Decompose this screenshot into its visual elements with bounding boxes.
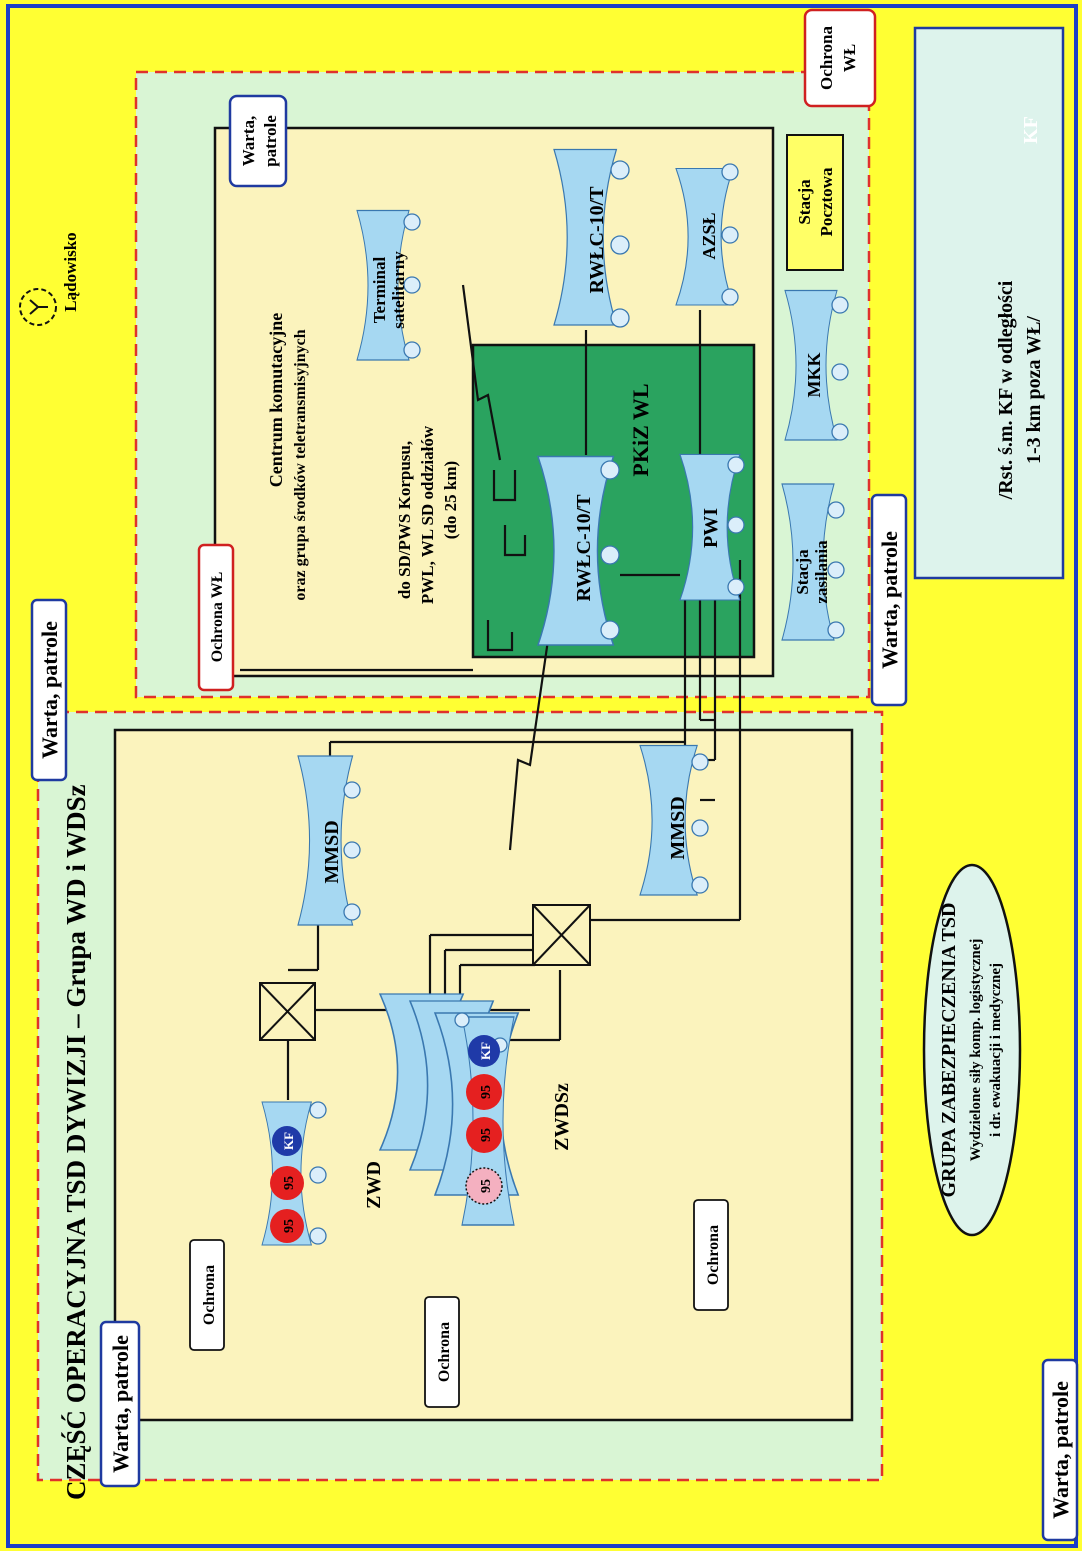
pkiz-label: PKiZ WL	[628, 383, 653, 476]
zwdsz-badges	[465, 1035, 503, 1205]
device-label-stacja-zasilania-1: Stacja	[793, 549, 812, 595]
device-label-azsl: AZSŁ	[699, 212, 719, 259]
ochrona-wl-corner-1: Ochrona	[817, 26, 836, 90]
badge-zwdsz-kf: KF	[478, 1042, 493, 1060]
warta-patrole-corner-1: Warta,	[239, 116, 258, 167]
device-label-mmsd-lower: MMSD	[667, 796, 689, 859]
ochrona-boxes	[189, 1199, 729, 1408]
landing-icon	[19, 288, 57, 326]
link-note-line2: PWL, WL SD oddziałów	[418, 425, 437, 604]
badge-zwd-95b: 95	[282, 1176, 297, 1190]
ochrona-wl-1: Ochrona WŁ	[209, 572, 226, 663]
badge-zwdsz-95b: 95	[479, 1128, 494, 1142]
ochrona-1: Ochrona	[201, 1265, 218, 1325]
warta-patrole-right-mid: Warta, patrole	[877, 531, 902, 669]
badge-zwd-95a: 95	[282, 1219, 297, 1233]
legend-line1: /Rst. ś.m. KF w odległości	[995, 280, 1017, 500]
device-label-stacja-zasilania-2: zasilania	[812, 540, 831, 604]
stacja-pocztowa-box	[786, 134, 844, 271]
zwd-badges	[270, 1126, 304, 1243]
center-title-line1: Centrum komutacyjne	[266, 313, 286, 487]
outer-frame	[6, 4, 1078, 1548]
device-label-terminal-1: Terminal	[370, 257, 389, 324]
zone-left-title: CZĘŚĆ OPERACYJNA TSD DYWIZJI – Grupa WD …	[61, 784, 91, 1500]
ochrona-2: Ochrona	[436, 1322, 453, 1382]
badge-zwdsz-95c: 95	[479, 1085, 494, 1099]
labels: CZĘŚĆ OPERACYJNA TSD DYWIZJI – Grupa WD …	[37, 26, 1073, 1519]
switches	[259, 904, 591, 1041]
device-label-rwlc-main: RWŁC-10/T	[573, 494, 595, 602]
ochrona-wl-corner-2: WŁ	[840, 44, 859, 72]
support-group-ellipse	[922, 863, 1022, 1237]
legend-panel	[913, 26, 1065, 580]
device-label-mkk: MKK	[804, 353, 824, 398]
link-note-line3: (do 25 km)	[441, 461, 460, 539]
support-line1: Wydzielone siły komp. logistycznej	[968, 939, 984, 1162]
warta-patrole-corner-2: patrole	[261, 115, 280, 167]
zwdsz-label: ZWDSz	[551, 1083, 573, 1151]
ochrona-3: Ochrona	[705, 1225, 722, 1285]
legend-line2: 1-3 km poza WŁ/	[1023, 316, 1045, 464]
badge-zwd-kf: KF	[281, 1132, 296, 1150]
center-title-line2: oraz grupa środków teletransmisyjnych	[292, 329, 309, 600]
warta-patrole-left-top: Warta, patrole	[37, 621, 62, 759]
warta-patrole-right-bottom: Warta, patrole	[1048, 1381, 1073, 1519]
stacja-pocztowa-line1: Stacja	[795, 179, 814, 225]
landing-label: Lądowisko	[61, 232, 80, 311]
device-label-pwi: PWI	[700, 508, 722, 548]
support-line2: i dr. ewakuacji i medycznej	[988, 963, 1004, 1137]
badge-zwdsz-95a: 95	[479, 1179, 494, 1193]
support-title: GRUPA ZABEZPIECZENIA TSD	[938, 903, 960, 1198]
port-circles	[309, 55, 1060, 1245]
link-note-line1: do SD/PWS Korpusu,	[395, 441, 414, 599]
stacja-pocztowa-line2: Pocztowa	[817, 167, 836, 236]
device-label-mmsd-upper: MMSD	[321, 820, 343, 883]
device-label-rwlc-top: RWŁC-10/T	[586, 186, 608, 294]
zwd-label: ZWD	[363, 1161, 385, 1209]
device-label-kf-legend: KF	[1020, 116, 1042, 144]
ochrona-wl-boxes	[197, 8, 877, 692]
warta-patrole-left-bottom: Warta, patrole	[108, 1335, 133, 1473]
device-label-terminal-2: satelitarny	[389, 251, 408, 329]
guard-boxes	[30, 94, 1079, 1542]
